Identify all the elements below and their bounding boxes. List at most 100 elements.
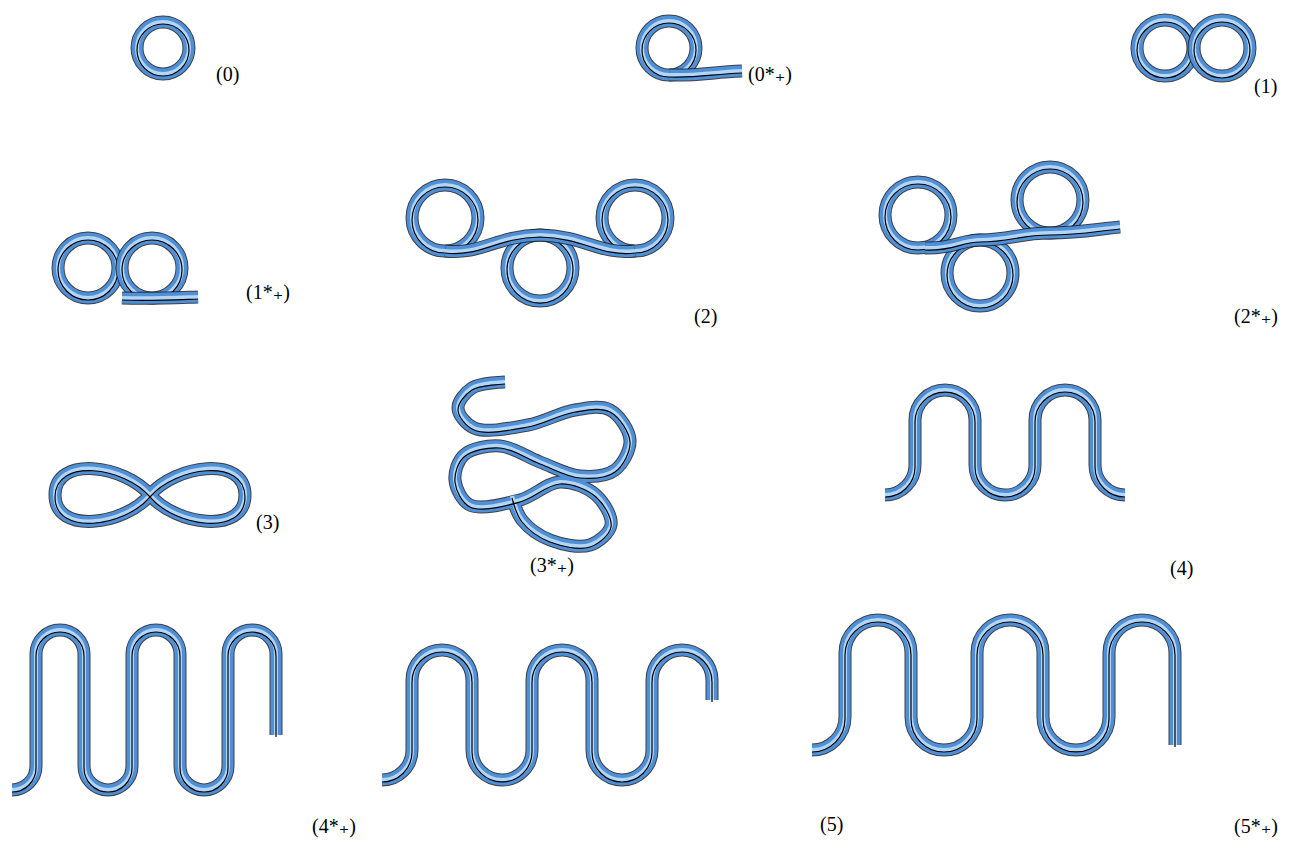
rod-body (885, 182, 951, 248)
rod-highlight (507, 235, 573, 301)
elastic-rod (669, 71, 742, 77)
elastic-rod (885, 182, 951, 250)
rod-highlight (122, 238, 182, 298)
elastic-rod (58, 238, 118, 300)
rod-centerline (507, 237, 573, 303)
rod-centerline (885, 392, 1125, 497)
rod-body (812, 620, 1175, 750)
elastic-rod (885, 390, 1125, 497)
rod-outline (12, 630, 276, 790)
rod-outline (412, 185, 478, 251)
rod-highlight (412, 185, 478, 251)
rod-body (137, 22, 189, 74)
rod-centerline (122, 299, 198, 300)
shape-label: (4*₊) (312, 814, 356, 838)
elastic-rod (1137, 20, 1193, 78)
rod-centerline (122, 240, 182, 300)
elastic-rod (507, 235, 573, 303)
shape-label: (0*₊) (748, 62, 792, 86)
rod-centerline (58, 240, 118, 300)
rod-centerline (885, 184, 951, 250)
shape-label: (2) (694, 304, 717, 328)
elastic-rod (602, 185, 668, 253)
rod-highlight (1017, 167, 1083, 233)
shape-label: (1*₊) (246, 280, 290, 304)
rod-highlight (642, 21, 696, 75)
shape-label: (5) (820, 812, 843, 836)
rod-centerline (137, 24, 189, 76)
elastic-rod (122, 297, 198, 300)
elastic-rod (382, 650, 712, 782)
rod-highlight (1137, 20, 1193, 76)
rod-outline (507, 235, 573, 301)
shape-label: (2*₊) (1234, 304, 1278, 328)
rod-highlight (885, 390, 1125, 495)
rod-outline (58, 238, 118, 298)
rod-centerline (602, 187, 668, 253)
elastic-rod (812, 620, 1175, 752)
rod-body (55, 469, 245, 522)
elastic-rod (1194, 20, 1250, 78)
rod-centerline (669, 73, 742, 77)
elastic-rod (122, 238, 182, 300)
rod-body (1017, 167, 1083, 233)
elastic-rod (55, 469, 245, 524)
rod-body (602, 185, 668, 251)
rod-body (12, 630, 276, 790)
rod-body (642, 21, 696, 75)
rod-centerline (1017, 169, 1083, 235)
shape-label: (3*₊) (530, 553, 574, 577)
rod-centerline (382, 652, 712, 782)
elastic-rod (925, 227, 1120, 250)
elastic-rod (12, 630, 276, 792)
rod-highlight (1194, 20, 1250, 76)
rod-centerline (12, 632, 276, 792)
rod-centerline (1194, 22, 1250, 78)
rod-body (885, 390, 1125, 495)
rod-outline (455, 382, 630, 546)
rod-outline (885, 390, 1125, 495)
rod-body (1137, 20, 1193, 76)
rod-outline (812, 620, 1175, 750)
rod-highlight (885, 182, 951, 248)
rod-outline (122, 297, 198, 298)
rod-body (122, 238, 182, 298)
rod-outline (1194, 20, 1250, 76)
rod-highlight (137, 22, 189, 74)
rod-outline (382, 650, 712, 780)
rod-body (455, 382, 630, 546)
rod-centerline (412, 187, 478, 253)
rod-body (412, 185, 478, 251)
rod-body (122, 297, 198, 298)
rod-centerline (1137, 22, 1193, 78)
rod-body (1194, 20, 1250, 76)
elastic-rod (1017, 167, 1083, 235)
rod-highlight (812, 620, 1175, 750)
rod-centerline (455, 384, 630, 548)
rod-highlight (382, 650, 712, 780)
rod-centerline (925, 229, 1120, 250)
shape-label: (4) (1170, 556, 1193, 580)
rod-highlight (602, 185, 668, 251)
rod-body (507, 235, 573, 301)
rod-highlight (55, 469, 245, 522)
elastic-rod (455, 382, 630, 548)
rod-highlight (12, 630, 276, 790)
rod-outline (885, 182, 951, 248)
elastic-rod (137, 22, 189, 76)
elastic-rod (412, 185, 478, 253)
rod-outline (1017, 167, 1083, 233)
rod-centerline (445, 237, 635, 254)
shape-label: (0) (216, 62, 239, 86)
rod-highlight (455, 382, 630, 546)
shape-label: (3) (256, 510, 279, 534)
elastic-rod (445, 235, 635, 254)
rod-outline (137, 22, 189, 74)
rod-body (58, 238, 118, 298)
shape-label: (1) (1254, 74, 1277, 98)
rod-outline (642, 21, 696, 75)
rod-outline (602, 185, 668, 251)
